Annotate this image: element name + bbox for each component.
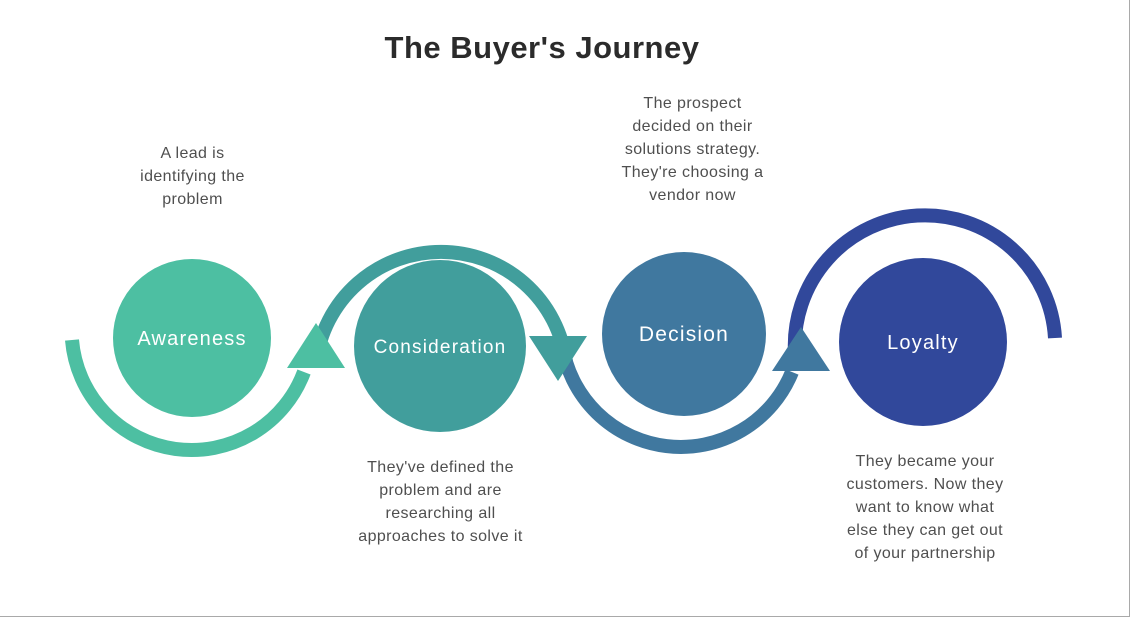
stage-circle-consideration	[354, 260, 526, 432]
arc-awareness	[65, 339, 311, 458]
arc-loyalty	[787, 208, 1062, 354]
arc-consideration	[309, 244, 573, 363]
arrow-down-to-decision-icon	[529, 336, 587, 381]
stage-label-awareness: Awareness	[137, 328, 246, 350]
stage-label-loyalty: Loyalty	[887, 332, 959, 354]
diagram-title: The Buyer's Journey	[384, 30, 700, 65]
arrow-up-to-loyalty-icon	[772, 327, 830, 371]
stage-circle-awareness	[113, 259, 271, 417]
stage-label-consideration: Consideration	[374, 337, 507, 358]
stage-circle-decision	[602, 252, 766, 416]
stage-circle-loyalty	[839, 258, 1007, 426]
arc-decision	[555, 342, 799, 454]
arrow-up-to-consideration-icon	[287, 323, 345, 368]
stage-label-decision: Decision	[639, 323, 729, 346]
